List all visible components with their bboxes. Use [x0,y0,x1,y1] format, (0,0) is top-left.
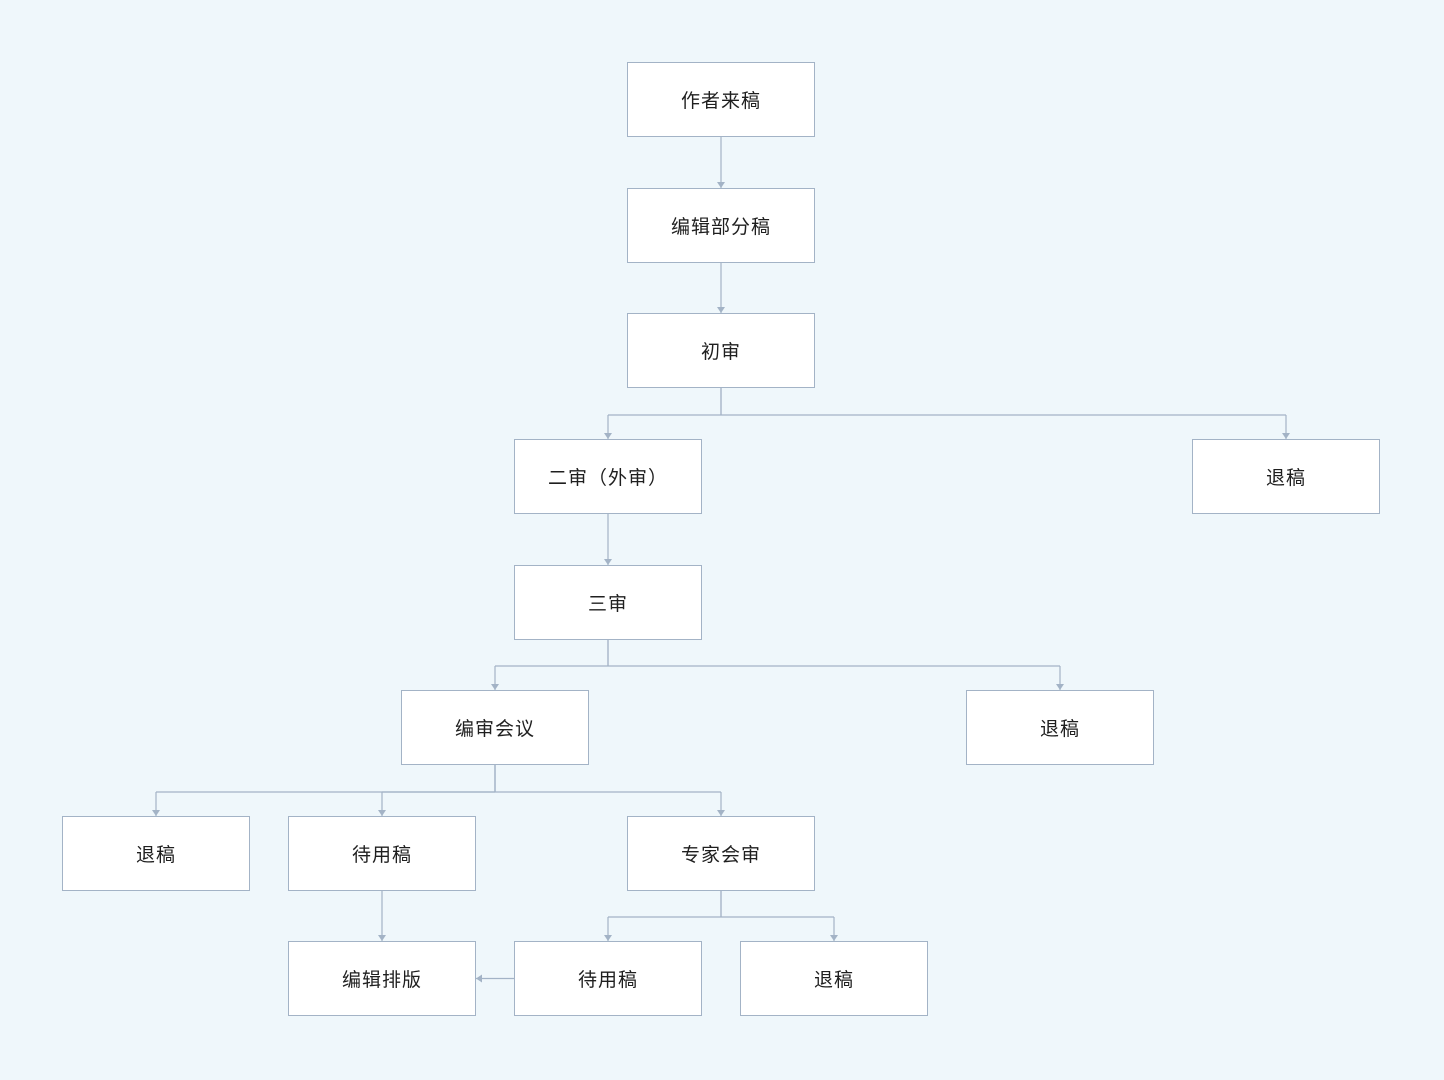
node-reject-1: 退稿 [1192,439,1380,514]
arrow-head [604,433,612,439]
arrow-head [1282,433,1290,439]
node-label: 退稿 [813,969,854,991]
arrow-head [491,684,499,690]
node-pending-2: 待用稿 [514,941,702,1016]
node-label: 退稿 [135,844,176,866]
arrow-head [717,182,725,188]
arrow-head [378,810,386,816]
arrow-head [830,935,838,941]
node-label: 二审（外审） [547,467,668,489]
node-label: 初审 [700,341,741,363]
node-label: 待用稿 [351,844,412,866]
node-label: 退稿 [1039,718,1080,740]
node-third-review: 三审 [514,565,702,640]
node-reject-3: 退稿 [62,816,250,891]
node-editing-layout: 编辑排版 [288,941,476,1016]
node-label: 三审 [587,593,628,615]
node-label: 编审会议 [454,718,535,740]
arrow-head [604,935,612,941]
arrow-head [717,810,725,816]
node-label: 退稿 [1265,467,1306,489]
arrow-head [378,935,386,941]
arrow-head [1056,684,1064,690]
node-editorial-meeting: 编审会议 [401,690,589,765]
node-pending-1: 待用稿 [288,816,476,891]
node-reject-4: 退稿 [740,941,928,1016]
node-label: 待用稿 [577,969,638,991]
node-reject-2: 退稿 [966,690,1154,765]
node-label: 专家会审 [680,844,761,866]
node-label: 编辑排版 [341,969,422,991]
node-first-review: 初审 [627,313,815,388]
node-expert-review: 专家会审 [627,816,815,891]
arrow-head [717,307,725,313]
arrow-head [152,810,160,816]
node-editorial-assign: 编辑部分稿 [627,188,815,263]
node-label: 作者来稿 [680,90,761,112]
node-second-review: 二审（外审） [514,439,702,514]
node-label: 编辑部分稿 [670,216,771,238]
arrow-head [604,559,612,565]
node-author-submission: 作者来稿 [627,62,815,137]
arrow-head [476,974,482,983]
